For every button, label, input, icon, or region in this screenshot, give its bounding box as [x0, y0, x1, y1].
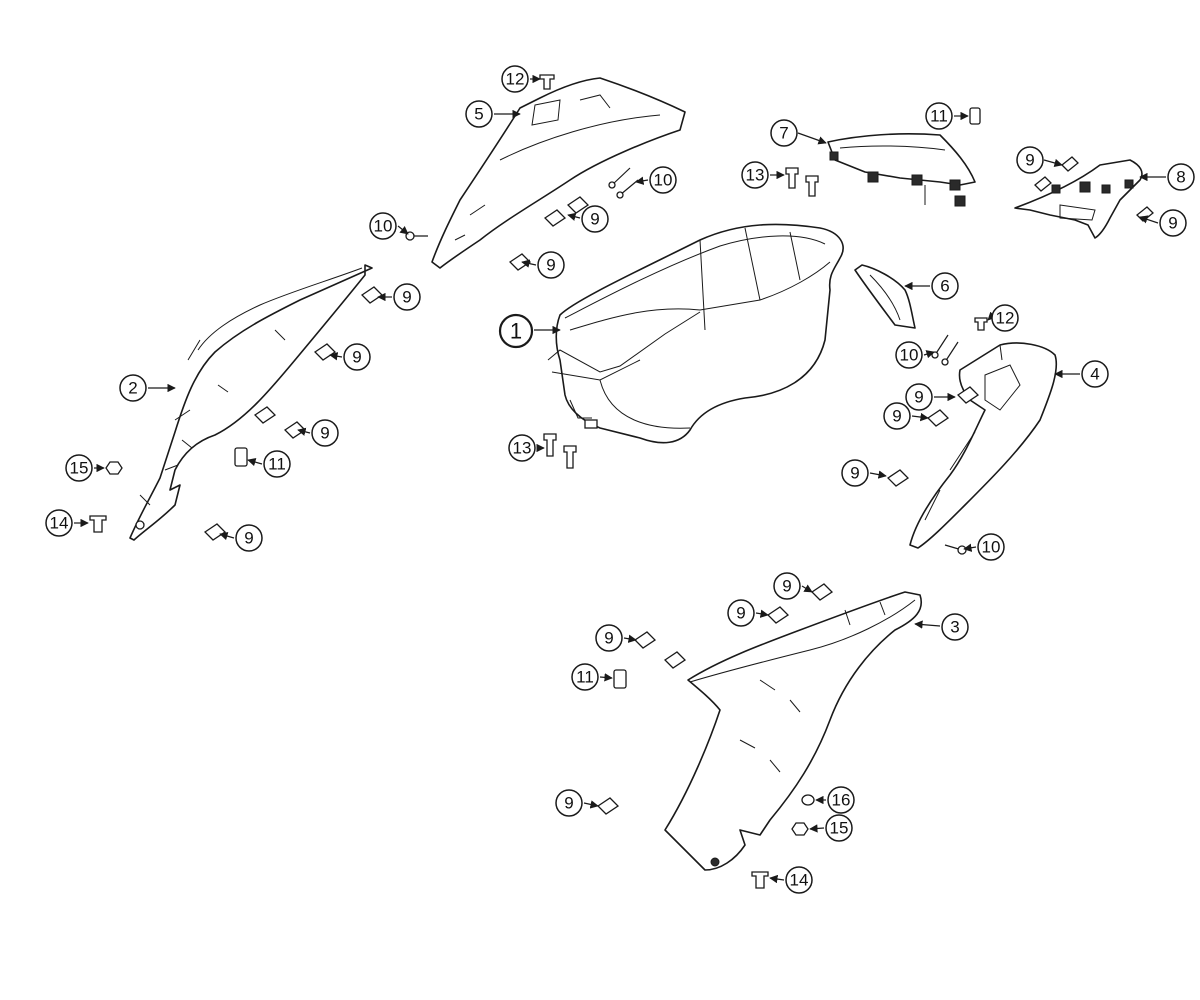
callout-9-label: 9	[914, 388, 923, 407]
callout-9-label: 9	[736, 604, 745, 623]
callout-14-left: 14	[45, 509, 73, 537]
callout-8: 8	[1167, 163, 1195, 191]
callout-11-lower-panel: 11	[571, 663, 599, 691]
callout-16-label: 16	[832, 791, 851, 810]
callout-12-right: 12	[991, 304, 1019, 332]
part-right-side-panel	[909, 342, 1058, 549]
callout-9-label: 9	[244, 529, 253, 548]
part-rear-center-cover	[827, 133, 976, 207]
callout-13-label: 13	[513, 439, 532, 458]
callout-9-lower-panel-b: 9	[727, 599, 755, 627]
callout-7: 7	[770, 119, 798, 147]
callout-3-label: 3	[950, 618, 959, 637]
callout-1: 1	[498, 313, 534, 349]
callout-9-label: 9	[850, 464, 859, 483]
callout-11-rear-center: 11	[925, 102, 953, 130]
callout-9-left-panel-a: 9	[393, 283, 421, 311]
callout-9-label: 9	[320, 424, 329, 443]
callout-4-label: 4	[1090, 365, 1099, 384]
callout-11-label: 11	[268, 455, 286, 474]
callout-10-upper-cover: 10	[649, 166, 677, 194]
part-rear-upper-cover	[431, 77, 686, 269]
callout-7-label: 7	[779, 124, 788, 143]
callout-10-left: 10	[369, 212, 397, 240]
callout-11-left-panel: 11	[263, 450, 291, 478]
callout-9-rear-tail-top: 9	[1016, 146, 1044, 174]
callout-1-label: 1	[510, 319, 522, 344]
hardware-items	[89, 74, 1154, 889]
callout-10-label: 10	[982, 538, 1001, 557]
part-rear-tail-piece	[1014, 159, 1143, 239]
callout-11-label: 11	[930, 107, 948, 126]
callout-12-label: 12	[506, 70, 525, 89]
callout-9-label: 9	[782, 577, 791, 596]
leader-lines	[74, 74, 1166, 884]
callout-15-label: 15	[70, 459, 89, 478]
callout-9-label: 9	[402, 288, 411, 307]
callout-12-label: 12	[996, 309, 1015, 328]
callout-3: 3	[941, 613, 969, 641]
callout-14-label: 14	[50, 514, 69, 533]
callout-10-label: 10	[900, 346, 919, 365]
callout-10-label: 10	[374, 217, 393, 236]
callout-9-left-panel-d: 9	[235, 524, 263, 552]
callout-10-right-bottom: 10	[977, 533, 1005, 561]
callout-16: 16	[827, 786, 855, 814]
callout-9-label: 9	[564, 794, 573, 813]
callout-15-label: 15	[830, 819, 849, 838]
callout-13-storage-box: 13	[508, 434, 536, 462]
part-left-side-panel	[129, 264, 373, 541]
callout-9-left-panel-b: 9	[343, 343, 371, 371]
part-lower-panel	[664, 591, 922, 871]
callout-9-lower-panel-a: 9	[773, 572, 801, 600]
callout-2: 2	[119, 374, 147, 402]
callout-6: 6	[931, 272, 959, 300]
callout-10-right-top: 10	[895, 341, 923, 369]
callout-6-label: 6	[940, 277, 949, 296]
callout-11-label: 11	[576, 668, 594, 687]
part-inner-trim	[854, 264, 916, 329]
callout-9-right-panel-b: 9	[883, 402, 911, 430]
part-storage-box	[547, 223, 844, 444]
callout-15-lower: 15	[825, 814, 853, 842]
callout-9-right-panel-a: 9	[905, 383, 933, 411]
callout-4: 4	[1081, 360, 1109, 388]
callout-9-label: 9	[590, 210, 599, 229]
callout-10-label: 10	[654, 171, 673, 190]
callout-9-rear-tail-bottom: 9	[1159, 209, 1187, 237]
callout-9-label: 9	[604, 629, 613, 648]
callout-9-label: 9	[1025, 151, 1034, 170]
callout-5-label: 5	[474, 105, 483, 124]
callout-13-rear-center: 13	[741, 161, 769, 189]
callout-9-label: 9	[352, 348, 361, 367]
callout-13-label: 13	[746, 166, 765, 185]
callout-9-label: 9	[546, 256, 555, 275]
callout-12-upper-cover: 12	[501, 65, 529, 93]
callout-9-right-panel-c: 9	[841, 459, 869, 487]
callout-2-label: 2	[128, 379, 137, 398]
callout-9-lower-panel-d: 9	[555, 789, 583, 817]
callout-5: 5	[465, 100, 493, 128]
callout-9-label: 9	[1168, 214, 1177, 233]
callout-14-lower: 14	[785, 866, 813, 894]
callout-9-label: 9	[892, 407, 901, 426]
callout-9-left-panel-c: 9	[311, 419, 339, 447]
callout-8-label: 8	[1176, 168, 1185, 187]
callout-9-lower-panel-c: 9	[595, 624, 623, 652]
callout-15-left: 15	[65, 454, 93, 482]
callout-14-label: 14	[790, 871, 809, 890]
callout-9-upper-cover-a: 9	[581, 205, 609, 233]
callout-9-upper-cover-b: 9	[537, 251, 565, 279]
